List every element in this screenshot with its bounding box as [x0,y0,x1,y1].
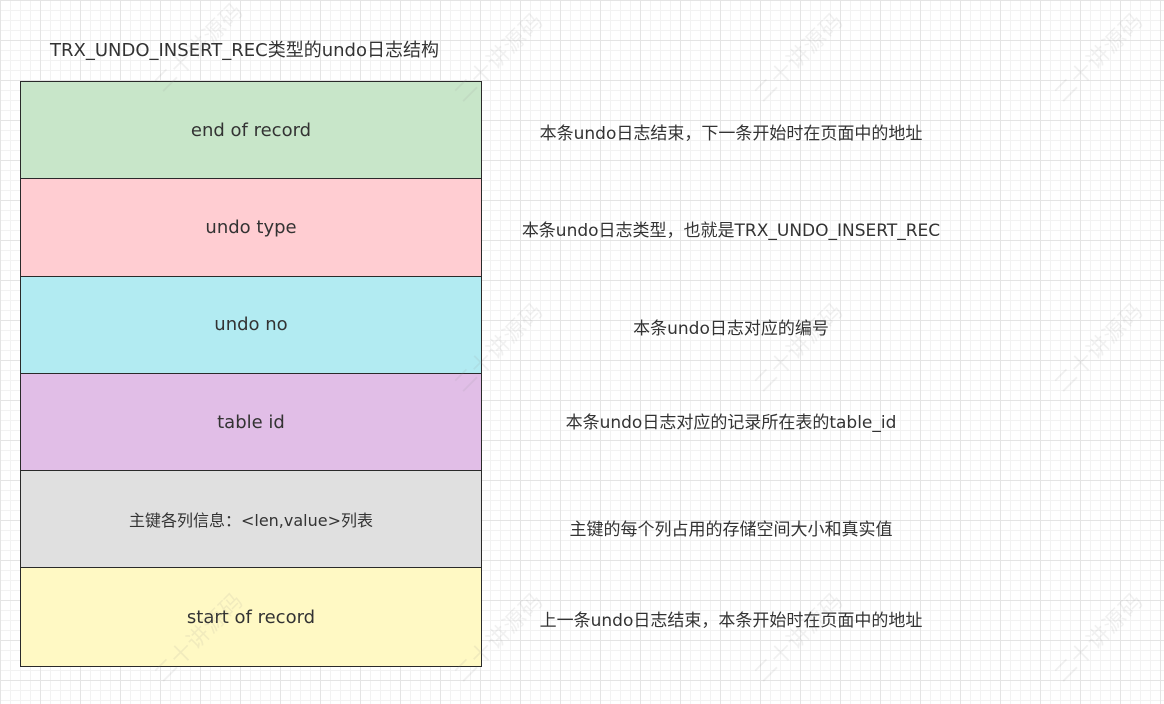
description-table-id: 本条undo日志对应的记录所在表的table_id [565,413,897,433]
block-table-id: table id [21,373,481,472]
watermark: 二十讲源码 [749,298,849,398]
watermark: 二十讲源码 [749,588,849,688]
block-primary-key-columns: 主键各列信息：<len,value>列表 [21,471,481,569]
undo-log-structure: end of record undo type undo no table id… [20,81,482,667]
block-label: 主键各列信息：<len,value>列表 [128,511,374,531]
description-primary-key-columns: 主键的每个列占用的存储空间大小和真实值 [569,520,893,540]
block-undo-type: undo type [21,179,481,277]
block-label: undo type [205,216,297,238]
description-end-of-record: 本条undo日志结束，下一条开始时在页面中的地址 [539,124,923,144]
watermark: 二十讲源码 [1049,8,1149,108]
block-label: table id [217,411,285,433]
watermark: 二十讲源码 [1049,298,1149,398]
block-end-of-record: end of record [21,82,481,180]
description-undo-type: 本条undo日志类型，也就是TRX_UNDO_INSERT_REC [521,221,941,241]
watermark: 二十讲源码 [749,8,849,108]
block-undo-no: undo no [21,276,481,374]
diagram-title: TRX_UNDO_INSERT_REC类型的undo日志结构 [50,40,439,61]
description-start-of-record: 上一条undo日志结束，本条开始时在页面中的地址 [539,611,923,631]
block-label: undo no [214,314,288,336]
block-label: end of record [190,119,312,141]
description-undo-no: 本条undo日志对应的编号 [633,319,829,339]
block-start-of-record: start of record [21,568,481,666]
block-label: start of record [186,606,316,628]
watermark: 二十讲源码 [1049,588,1149,688]
